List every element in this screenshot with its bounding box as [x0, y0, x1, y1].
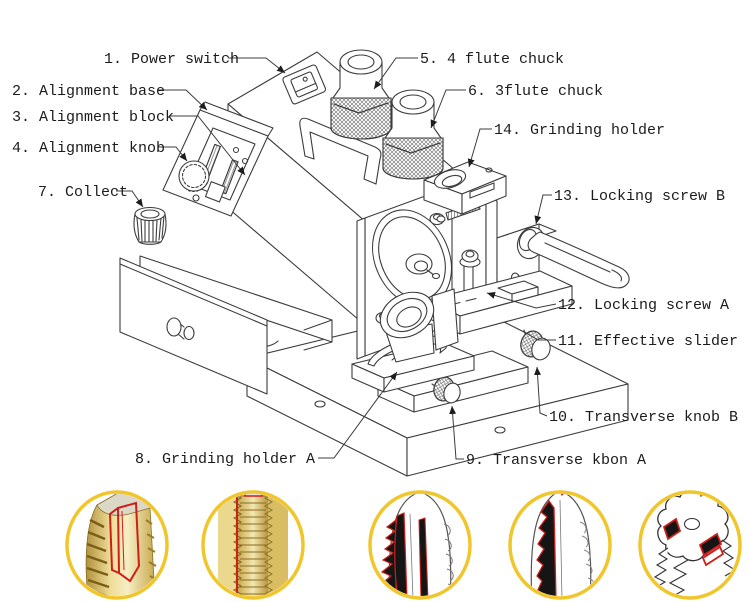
- collet-part: [133, 206, 167, 245]
- gallery: [65, 490, 742, 600]
- leader-locking-screw-a: [486, 291, 557, 309]
- yellow-ring: [368, 490, 472, 600]
- locking-screw-a-part: [459, 249, 481, 268]
- leader-3-flute-chuck: [430, 89, 466, 129]
- label-grinding-holder-a: 8. Grinding holder A: [135, 451, 315, 468]
- machine-drawing: [119, 49, 630, 477]
- leader-alignment-knob: [158, 146, 188, 162]
- label-transverse-knob-a: 9. Transverse kbon A: [466, 452, 646, 469]
- label-alignment-block: 3. Alignment block: [12, 109, 174, 126]
- label-transverse-knob-b: 10. Transverse knob B: [549, 409, 738, 426]
- label-4-flute-chuck: 5. 4 flute chuck: [420, 51, 564, 68]
- detail-circle-4: [508, 490, 612, 600]
- collet-drawer: [119, 255, 333, 395]
- leader-effective-slider: [522, 330, 556, 341]
- grinding-holder-a-part: [351, 288, 475, 393]
- leader-transverse-knob-a: [449, 405, 464, 460]
- leader-4-flute-chuck: [373, 57, 418, 90]
- leader-alignment-base: [158, 89, 208, 111]
- leader-lines: [116, 57, 557, 460]
- leader-grinding-holder-a: [318, 371, 398, 459]
- yellow-ring: [508, 490, 612, 600]
- label-effective-slider: 11. Effective slider: [558, 333, 738, 350]
- slider-table: [427, 270, 573, 335]
- grinding-wheel: [372, 209, 452, 307]
- label-collect: 7. Collect: [38, 184, 128, 201]
- leader-alignment-block: [170, 115, 246, 176]
- labels: 1. Power switch 2. Alignment base 3. Ali…: [12, 51, 738, 469]
- yellow-ring: [65, 490, 169, 600]
- yellow-ring: [201, 490, 305, 600]
- detail-circle-1: [65, 490, 169, 600]
- leader-power-switch: [228, 57, 286, 74]
- leader-collect: [116, 190, 144, 208]
- locking-lever: [516, 226, 630, 289]
- four-flute-chuck: [330, 49, 392, 140]
- detail-circle-3: [368, 490, 472, 600]
- detail-circle-5: [638, 490, 742, 600]
- label-grinding-holder: 14. Grinding holder: [494, 122, 665, 139]
- leader-transverse-knob-b: [534, 366, 548, 417]
- label-alignment-base: 2. Alignment base: [12, 83, 165, 100]
- power-switch: [282, 64, 327, 105]
- yellow-ring: [638, 490, 742, 600]
- label-power-switch: 1. Power switch: [104, 51, 239, 68]
- transverse-knob-a-part: [431, 376, 461, 404]
- label-locking-screw-a: 12. Locking screw A: [558, 297, 729, 314]
- label-alignment-knob: 4. Alignment knob: [12, 140, 165, 157]
- label-locking-screw-b: 13. Locking screw B: [554, 188, 725, 205]
- red-highlight: [116, 501, 141, 583]
- alignment-knob-part: [178, 160, 210, 193]
- leader-locking-screw-b: [534, 194, 552, 225]
- label-3-flute-chuck: 6. 3flute chuck: [468, 83, 603, 100]
- transverse-knob-b-part: [520, 329, 551, 361]
- detail-circle-2: [201, 490, 305, 600]
- three-flute-chuck: [382, 89, 444, 180]
- grinding-holder-top: [423, 161, 507, 215]
- leader-grinding-holder: [467, 128, 492, 168]
